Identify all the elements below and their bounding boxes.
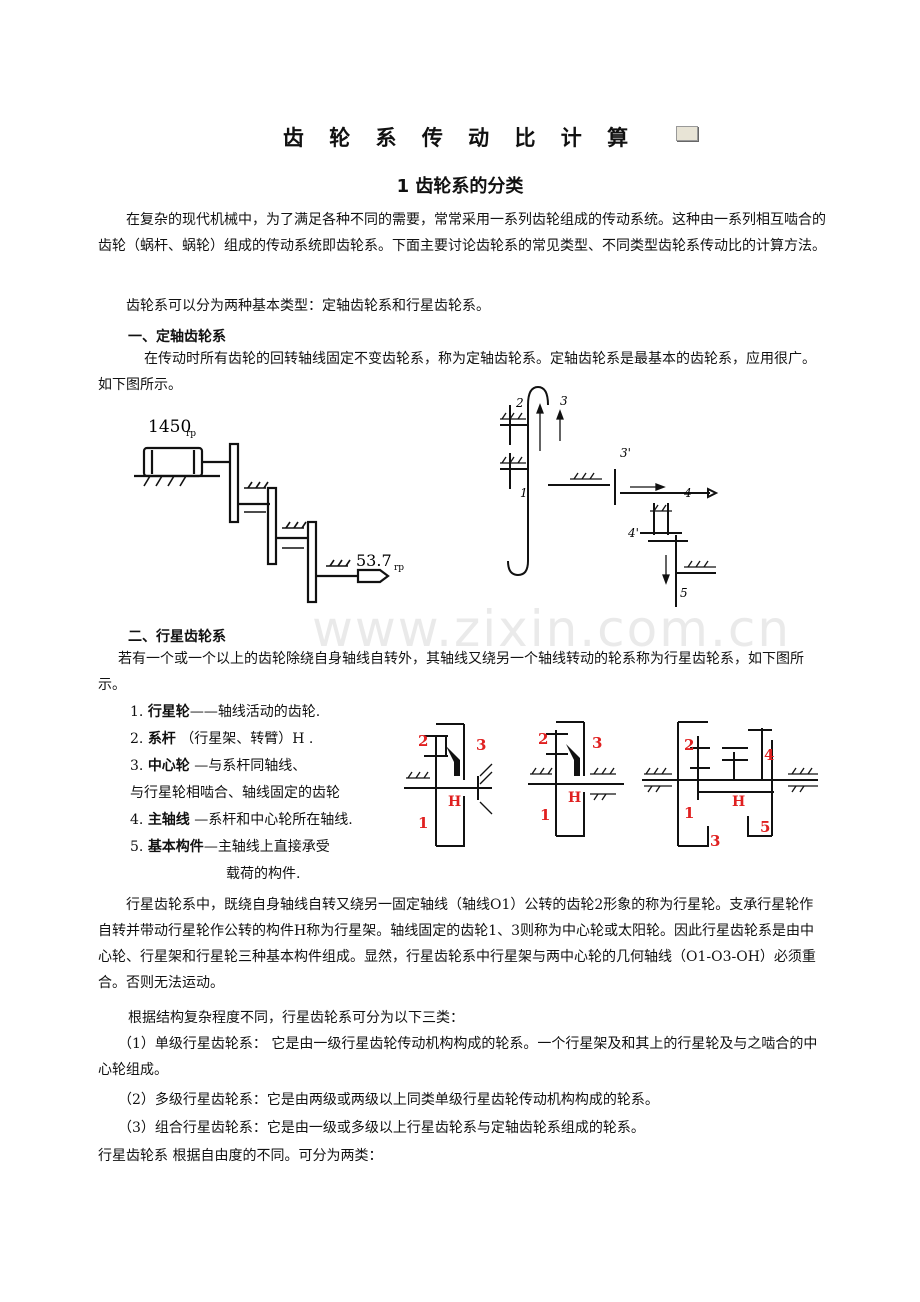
planetary-description: 若有一个或一个以上的齿轮除绕自身轴线自转外，其轴线又绕另一个轴线转动的轮系称为行… xyxy=(98,651,804,693)
fig3b-label-3: 3 xyxy=(592,734,602,752)
fig3b-label-h: H xyxy=(568,790,581,806)
definition-item: 载荷的构件. xyxy=(226,866,301,882)
definition-item: 与行星轮相啮合、轴线固定的齿轮 xyxy=(130,785,340,801)
planetary-figure-b: 2 3 H 1 xyxy=(528,721,624,837)
intro-types: 齿轮系可以分为两种基本类型：定轴齿轮系和行星齿轮系。 xyxy=(126,298,490,314)
note-icon[interactable] xyxy=(676,126,698,141)
definition-list: 1. 行星轮——轴线活动的齿轮. 2. 系杆 （行星架、转臂）H . 3. 中心… xyxy=(130,702,410,891)
definition-item: 4. 主轴线 —系杆和中心轮所在轴线. xyxy=(130,812,353,828)
spatial-gear-train-figure: 2 3 3' 1 4 4' 5 xyxy=(500,385,719,607)
fig3a-label-h: H xyxy=(448,794,461,810)
intro-paragraph: 在复杂的现代机械中，为了满足各种不同的需要，常常采用一系列齿轮组成的传动系统。这… xyxy=(98,212,826,254)
fig2-label-3p: 3' xyxy=(620,446,631,460)
class-multi-stage: （2）多级行星齿轮系：它是由两级或两级以上同类单级行星齿轮传动机构构成的轮系。 xyxy=(118,1092,659,1108)
output-unit: rp xyxy=(394,563,404,573)
definition-item: 1. 行星轮——轴线活动的齿轮. xyxy=(130,704,321,720)
definition-item: 2. 系杆 （行星架、转臂）H . xyxy=(130,731,314,747)
heading-planetary: 二、行星齿轮系 xyxy=(128,629,226,645)
page-title: 齿 轮 系 传 动 比 计 算 xyxy=(282,126,638,150)
fig3c-label-4: 4 xyxy=(764,746,774,764)
fig3a-label-3: 3 xyxy=(476,736,486,754)
planetary-figure-c: 2 4 H 1 5 3 xyxy=(642,721,818,850)
fig3c-label-h: H xyxy=(732,794,745,810)
class-combined: （3）组合行星齿轮系：它是由一级或多级以上行星齿轮系与定轴齿轮系组成的轮系。 xyxy=(118,1120,645,1136)
fig3c-label-2: 2 xyxy=(684,736,694,754)
classification-intro: 根据结构复杂程度不同，行星齿轮系可分为以下三类： xyxy=(128,1010,464,1026)
fig3b-label-2: 2 xyxy=(538,730,548,748)
fig3c-label-5: 5 xyxy=(760,818,770,836)
planetary-figure-a: 2 3 H 1 xyxy=(404,723,493,847)
fig3a-label-2: 2 xyxy=(418,732,428,750)
degree-of-freedom-line: 行星齿轮系 根据自由度的不同。可分为两类： xyxy=(98,1148,383,1164)
fig2-label-3: 3 xyxy=(560,394,568,408)
fig2-label-1: 1 xyxy=(520,486,528,500)
output-speed: 53.7 xyxy=(356,551,392,570)
definition-item: 5. 基本构件—主轴线上直接承受 xyxy=(130,839,330,855)
heading-fixed-axis: 一、定轴齿轮系 xyxy=(128,329,226,345)
fig2-label-4: 4 xyxy=(683,486,692,500)
section-title: 1 齿轮系的分类 xyxy=(396,176,524,197)
watermark: www.zixin.com.cn xyxy=(312,600,792,658)
fig3b-label-1: 1 xyxy=(540,806,550,824)
fig2-label-5: 5 xyxy=(680,586,688,600)
class-single-stage: （1）单级行星齿轮系： 它是由一级行星齿轮传动机构构成的轮系。一个行星架及和其上… xyxy=(98,1036,818,1078)
fig2-label-4p: 4' xyxy=(627,526,639,540)
input-unit: rp xyxy=(186,429,196,439)
fig3c-label-1: 1 xyxy=(684,804,694,822)
fixed-gear-train-figure: 1450 rp 53.7 rp xyxy=(134,417,404,604)
fixed-axis-description: 在传动时所有齿轮的回转轴线固定不变齿轮系，称为定轴齿轮系。定轴齿轮系是最基本的齿… xyxy=(98,351,816,393)
fig2-label-2: 2 xyxy=(515,396,524,410)
planetary-explanation: 行星齿轮系中，既绕自身轴线自转又绕另一固定轴线（轴线O1）公转的齿轮2形象的称为… xyxy=(98,897,816,991)
input-speed: 1450 xyxy=(148,417,191,437)
definition-item: 3. 中心轮 —与系杆同轴线、 xyxy=(130,758,307,774)
fig3a-label-1: 1 xyxy=(418,814,428,832)
fig3c-label-3: 3 xyxy=(710,832,720,850)
